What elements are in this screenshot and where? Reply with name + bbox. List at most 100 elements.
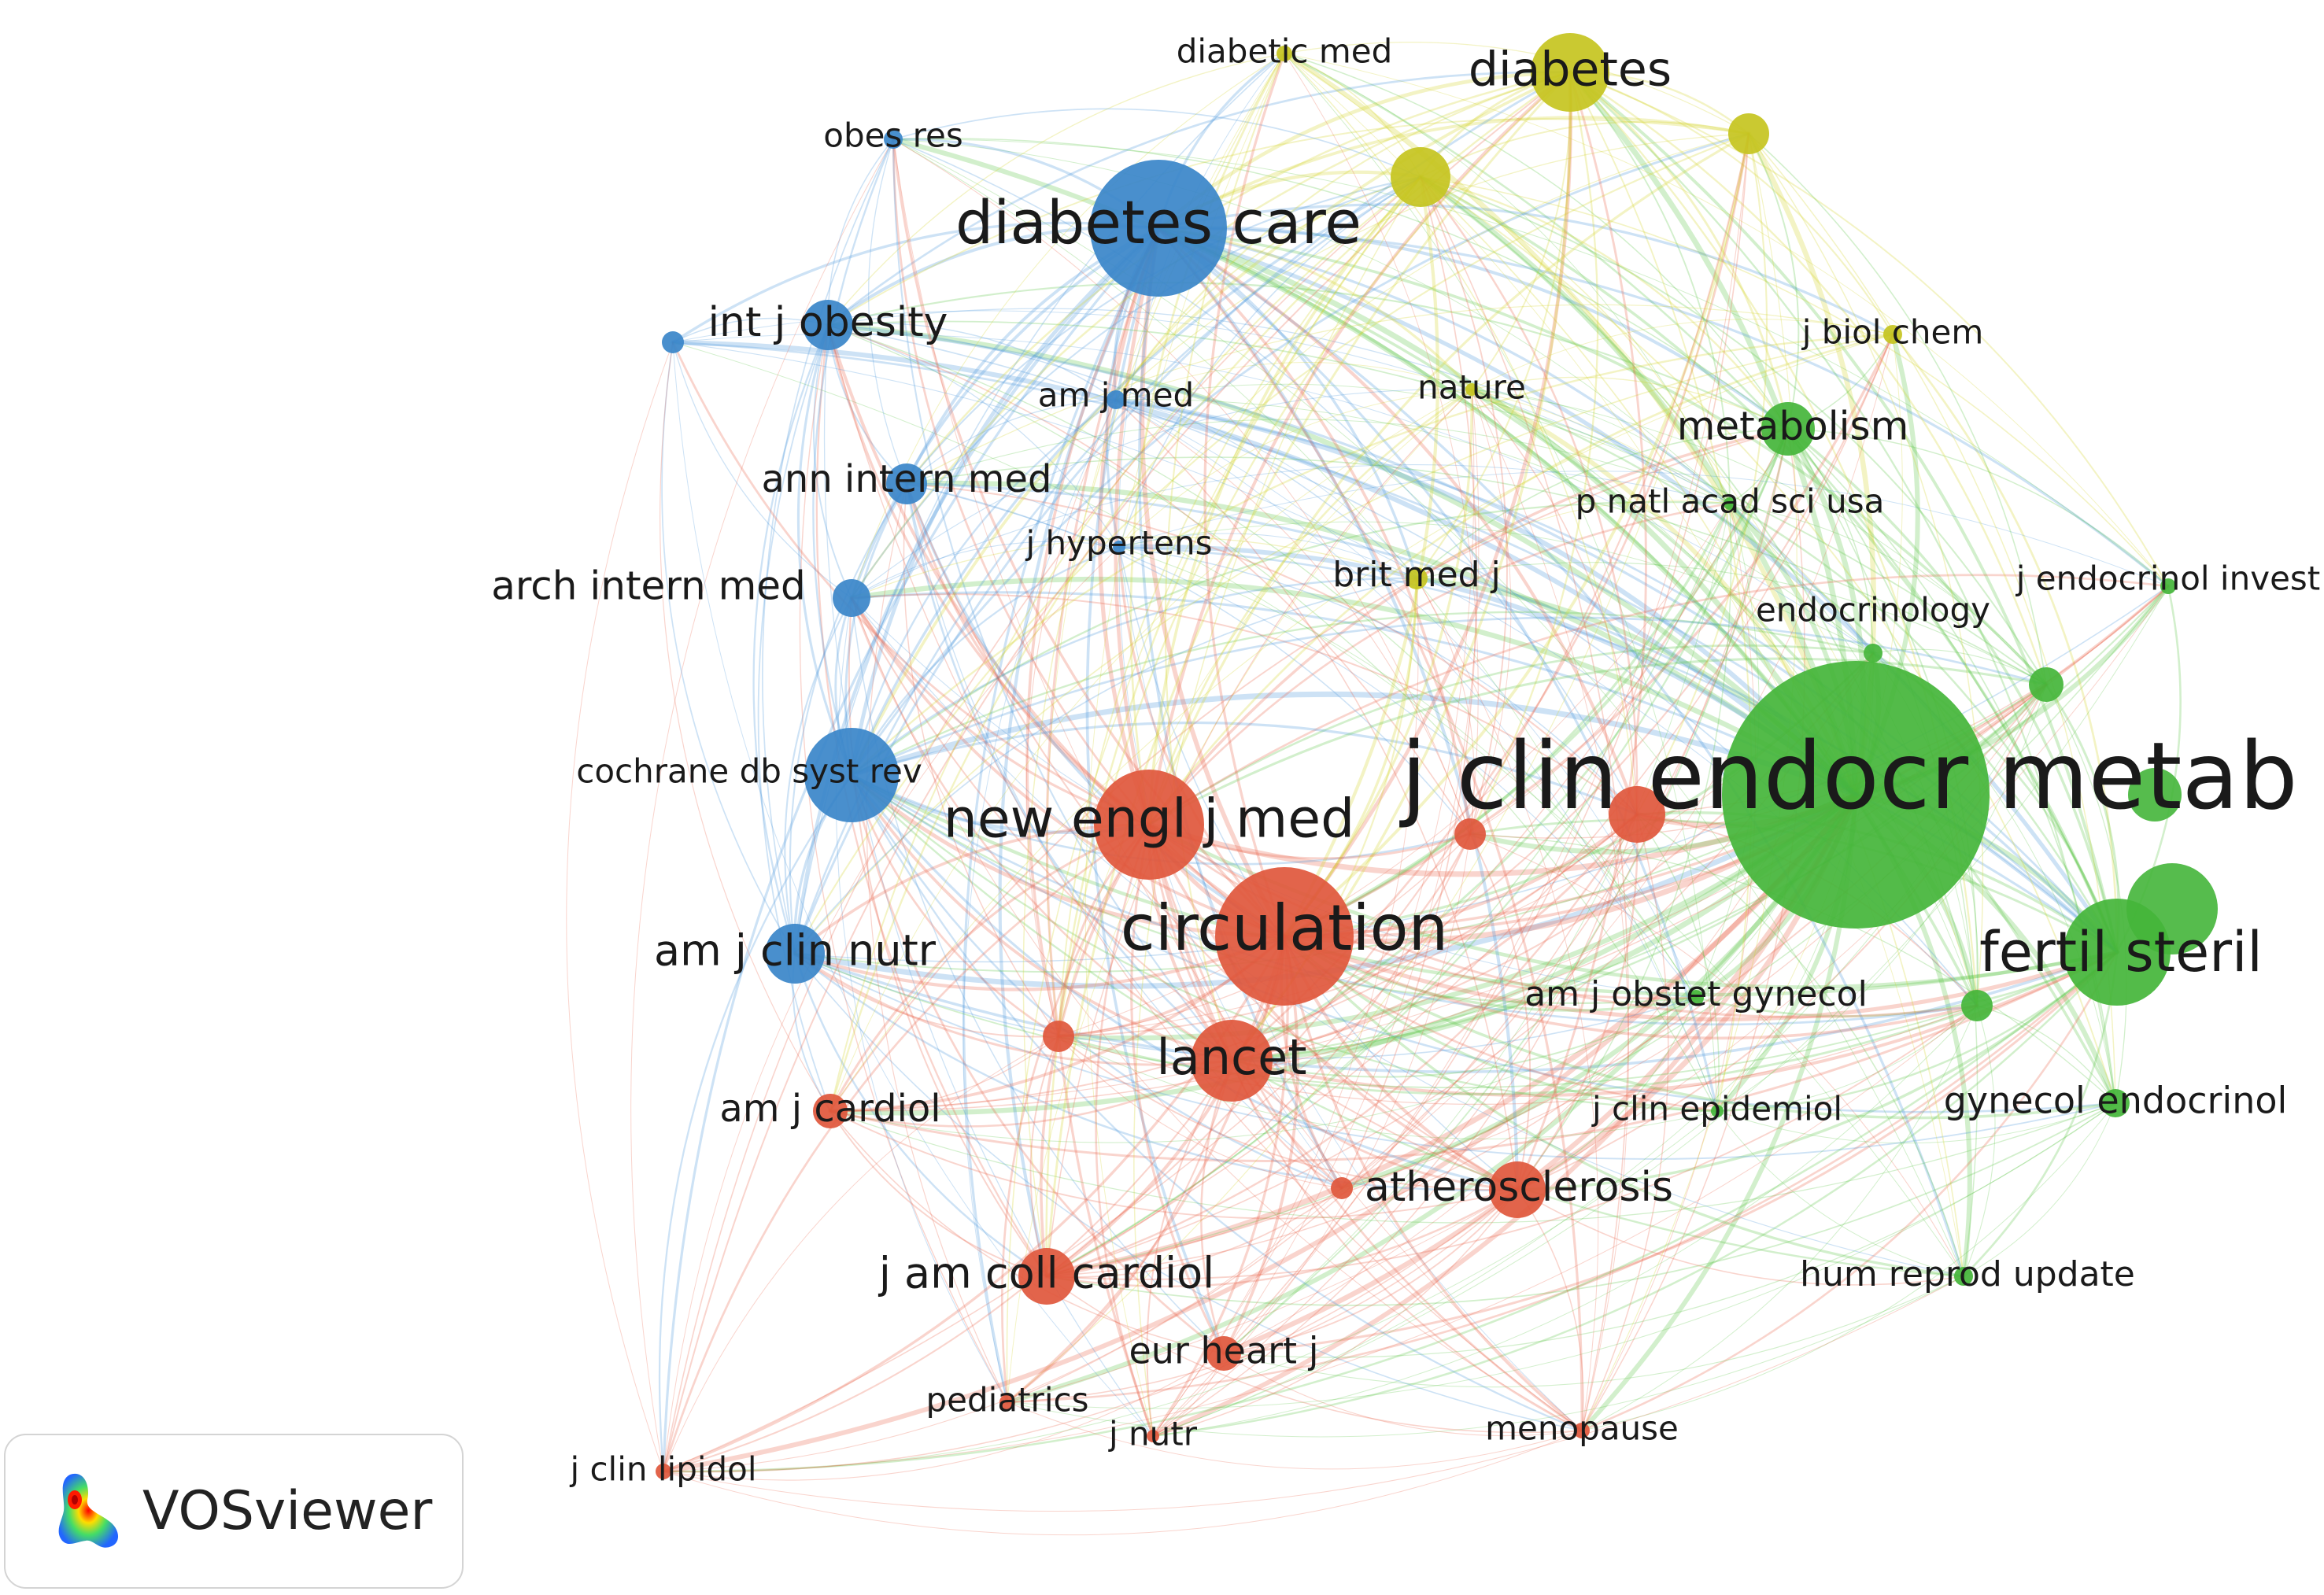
network-node-amjobstet[interactable]: [1688, 990, 1704, 1006]
node-label-humreprod: hum reprod update: [1800, 1254, 2135, 1294]
network-node-britmedj[interactable]: [1406, 567, 1428, 589]
network-link: [1118, 545, 2119, 954]
network-node[interactable]: [2128, 768, 2182, 821]
network-link: [1471, 319, 1894, 390]
network-link: [827, 322, 1117, 401]
network-node-pediatrics[interactable]: [999, 1394, 1015, 1410]
network-node-obesres[interactable]: [884, 130, 903, 149]
network-node-intjobes[interactable]: [803, 300, 853, 350]
node-label-amjclinnutr: am j clin nutr: [654, 926, 937, 976]
network-node-pnas[interactable]: [1724, 497, 1736, 510]
network-link: [661, 792, 1858, 1474]
network-link: [1469, 833, 1964, 1277]
network-node-jendoinvest[interactable]: [2160, 578, 2176, 594]
network-node-fertil[interactable]: [2064, 899, 2171, 1006]
network-link: [850, 616, 2048, 777]
network-node-humreprod[interactable]: [1954, 1267, 1973, 1286]
network-link: [850, 175, 1422, 600]
network-link: [793, 952, 1233, 1066]
network-link: [762, 138, 894, 954]
network-node-red1[interactable]: [1609, 786, 1665, 843]
network-link: [1152, 585, 2169, 1437]
network-node-diabetescare[interactable]: [1090, 160, 1227, 297]
network-node-yel3[interactable]: [1728, 113, 1769, 154]
network-link: [1283, 502, 1731, 938]
node-label-jhypertens: j hypertens: [1025, 524, 1212, 563]
network-node-jnutr[interactable]: [1147, 1430, 1159, 1442]
network-node-archintern[interactable]: [833, 579, 870, 617]
network-link: [1716, 1102, 2116, 1144]
network-node-atheroscl[interactable]: [1489, 1161, 1546, 1218]
network-node-circulation[interactable]: [1215, 867, 1354, 1006]
network-node-grn2[interactable]: [1961, 990, 1993, 1021]
network-link: [1230, 833, 1472, 1062]
network-link: [1729, 503, 2047, 685]
network-link: [906, 304, 1894, 485]
network-node-eurheart[interactable]: [1206, 1336, 1241, 1371]
network-link: [849, 226, 1161, 777]
network-node-jcliniplidol[interactable]: [656, 1464, 671, 1479]
network-link: [1283, 935, 1979, 1040]
network-link: [851, 597, 1697, 999]
network-link: [793, 226, 1161, 956]
network-node-red2[interactable]: [1454, 818, 1486, 850]
network-link: [905, 482, 1286, 938]
network-node-metabolism[interactable]: [1761, 402, 1815, 456]
network-link: [868, 138, 907, 485]
network-node-jbiolchem[interactable]: [1883, 325, 1902, 344]
network-node-menopause[interactable]: [1574, 1423, 1590, 1438]
network-node-diabetes[interactable]: [1531, 33, 1609, 112]
network-node-blu1[interactable]: [662, 331, 684, 353]
network-node-jamcoll[interactable]: [1018, 1248, 1075, 1305]
network-link: [1636, 814, 1964, 1277]
node-label-fertil: fertil steril: [1979, 920, 2263, 984]
network-link: [1568, 71, 1790, 430]
network-node-newengl[interactable]: [1094, 770, 1204, 880]
network-link: [1007, 585, 2169, 1403]
network-link: [829, 1110, 1518, 1220]
network-link: [850, 132, 1750, 777]
network-node-diabeticmed[interactable]: [1277, 46, 1292, 61]
network-node-amjcardiol[interactable]: [813, 1094, 848, 1128]
network-node-amjmed[interactable]: [1107, 390, 1125, 409]
network-link: [850, 545, 1121, 777]
network-link: [850, 398, 1118, 777]
network-link: [672, 342, 852, 599]
network-node-endocrinology[interactable]: [1864, 644, 1882, 663]
network-link: [1471, 389, 1731, 504]
network-link: [1057, 71, 1572, 1038]
network-node-jcem[interactable]: [1722, 661, 1990, 929]
network-link: [850, 577, 1418, 777]
network-link: [851, 53, 1285, 599]
network-node-jhypertens[interactable]: [1113, 541, 1125, 553]
network-link: [757, 324, 831, 1112]
network-node-grn1[interactable]: [2029, 667, 2064, 702]
network-link: [1222, 951, 2119, 1355]
network-link: [829, 1036, 1059, 1112]
network-node-nature[interactable]: [1465, 383, 1478, 396]
network-link: [998, 226, 1161, 1279]
network-node-amjclinnutr[interactable]: [765, 924, 825, 984]
network-link: [1728, 502, 2119, 954]
node-label-jclinepi: j clin epidemiol: [1591, 1090, 1842, 1128]
network-link: [662, 227, 1160, 1473]
node-label-amjcardiol: am j cardiol: [719, 1087, 940, 1131]
network-node-annintern[interactable]: [886, 463, 927, 504]
network-link: [1058, 503, 1731, 1037]
network-link: [892, 138, 1718, 1112]
network-node-jclinepi[interactable]: [1711, 1105, 1724, 1117]
network-link: [1581, 814, 1669, 1431]
network-link: [1223, 1353, 1583, 1437]
network-node-red3[interactable]: [1043, 1021, 1074, 1052]
node-label-eurheart: eur heart j: [1129, 1330, 1319, 1372]
network-node-lancet[interactable]: [1191, 1020, 1273, 1102]
network-link: [1203, 52, 1286, 938]
network-node-diabetologia[interactable]: [1391, 147, 1450, 207]
network-node-red4[interactable]: [1331, 1177, 1353, 1199]
node-label-obesres: obes res: [823, 116, 963, 155]
network-link: [890, 136, 1859, 798]
network-link: [850, 774, 1583, 1432]
network-link: [1636, 814, 1720, 1112]
network-node-gynecol[interactable]: [2101, 1089, 2130, 1117]
network-node-cochrane[interactable]: [804, 728, 899, 822]
